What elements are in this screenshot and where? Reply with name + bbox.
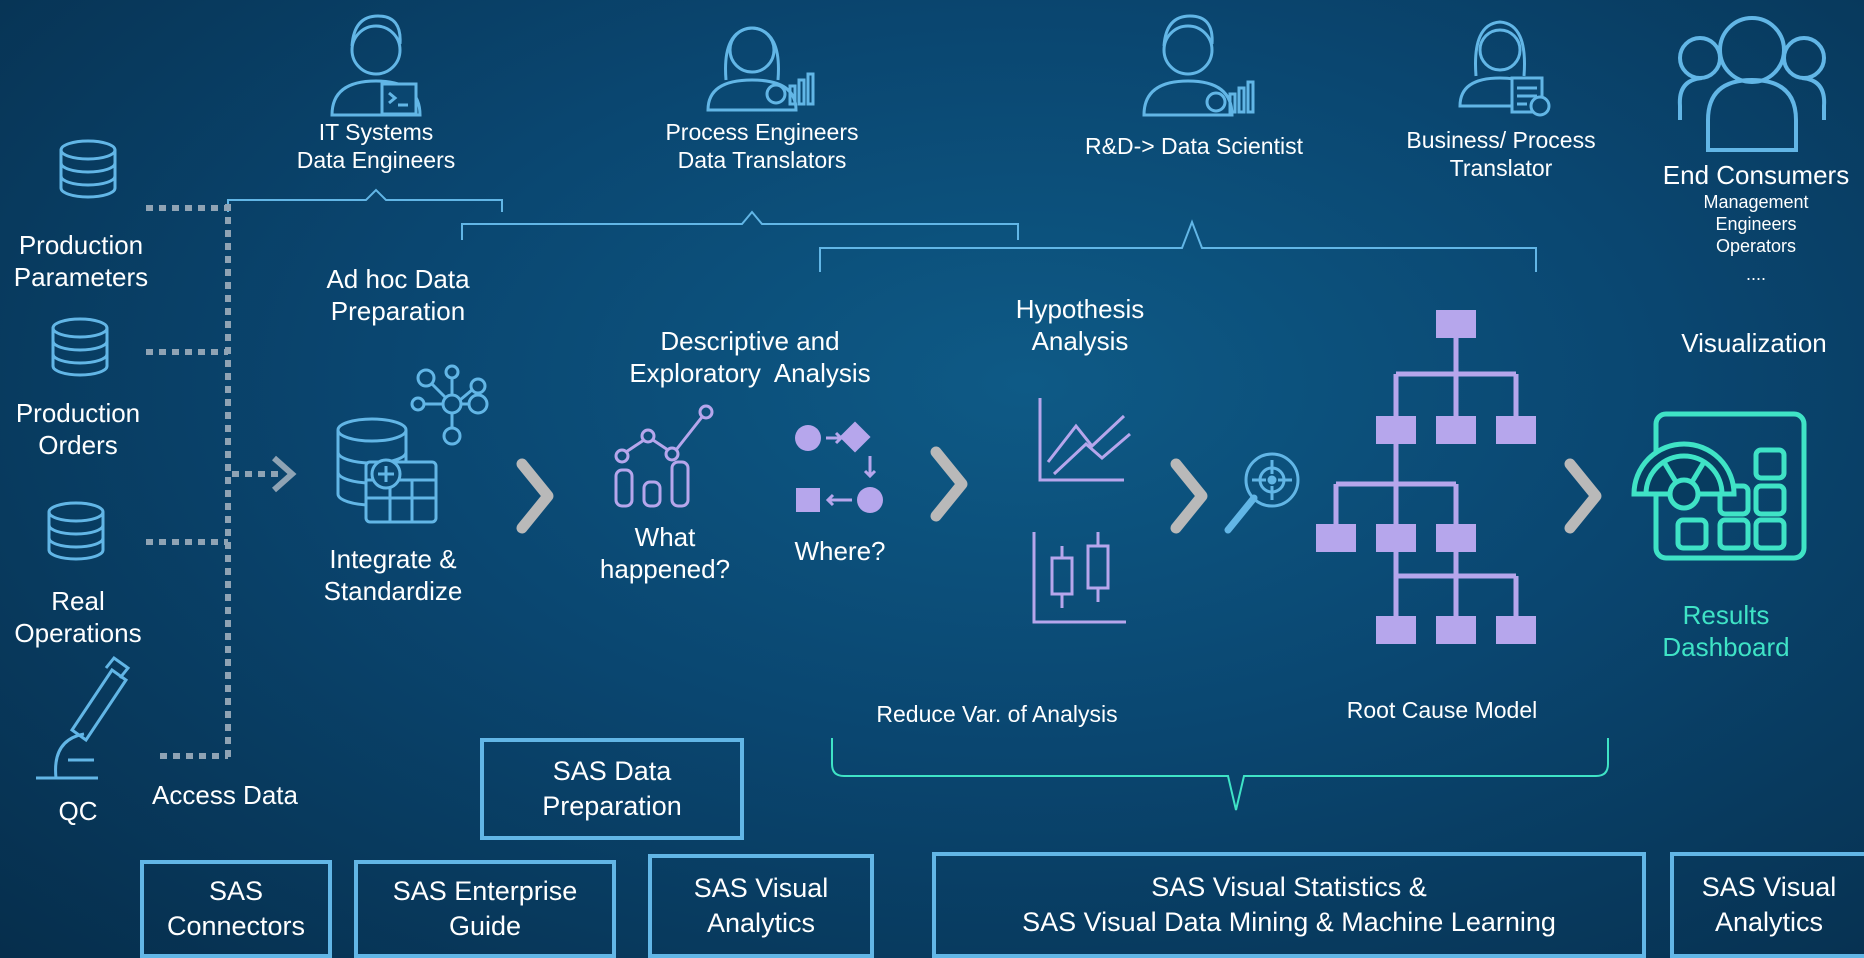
- bar-trend-icon: [614, 404, 714, 508]
- chevron-icon-2: [936, 452, 962, 516]
- tool-sas-visual-analytics-1[interactable]: SAS Visual Analytics: [648, 854, 874, 958]
- step-integrate-line2: Standardize: [323, 575, 463, 606]
- model-tools-bracket: [831, 738, 1609, 811]
- access-data-arrow-icon: [272, 455, 297, 493]
- source-production-orders-line2: Orders: [38, 429, 118, 460]
- magnifier-target-icon: [1224, 452, 1300, 534]
- step-results-line2: Dashboard: [1662, 631, 1790, 662]
- source-qc-line1: QC: [58, 796, 98, 826]
- source-real-operations-line1: Real: [51, 586, 105, 616]
- access-data-label: Access Data: [152, 780, 298, 810]
- chevron-icon-4: [1570, 464, 1596, 528]
- persona-consumers-sub1: Management: [1703, 191, 1809, 212]
- tool-sas-data-preparation[interactable]: SAS Data Preparation: [480, 738, 744, 840]
- source-real-operations-line2: Operations: [14, 617, 142, 648]
- step-descriptive-line2: Exploratory Analysis: [629, 357, 871, 388]
- persona-process: Process Engineers Data Translators: [652, 118, 872, 174]
- step-what-line1: What: [634, 522, 696, 552]
- persona-consumers-sub2: Engineers: [1715, 213, 1797, 234]
- candlestick-icon: [1032, 532, 1126, 624]
- step-what-line2: happened?: [599, 553, 731, 584]
- persona-brackets: [227, 188, 1537, 272]
- tool-visual-analytics-1-line1: SAS Visual: [693, 872, 829, 903]
- source-production-parameters: Production Parameters: [0, 230, 162, 293]
- persona-business-line2: Translator: [1449, 155, 1553, 182]
- step-adhoc-line2: Preparation: [330, 295, 466, 326]
- source-production-orders-line1: Production: [15, 398, 141, 428]
- persona-business-line1: Business/ Process: [1406, 127, 1596, 153]
- step-adhoc-line1: Ad hoc Data: [326, 264, 470, 294]
- database-table-icon: [336, 417, 438, 524]
- persona-it-line1: IT Systems: [318, 119, 434, 145]
- step-what: What happened?: [580, 522, 750, 585]
- flow-shapes-icon: [795, 421, 883, 513]
- source-production-parameters-line1: Production: [18, 230, 144, 260]
- step-hypothesis: Hypothesis Analysis: [990, 294, 1170, 357]
- tool-sas-visual-statistics-dmml[interactable]: SAS Visual Statistics & SAS Visual Data …: [932, 852, 1646, 958]
- persona-rnd-line1: R&D-> Data Scientist: [1085, 133, 1303, 159]
- tool-visual-analytics-1-line2: Analytics: [706, 908, 816, 938]
- tool-data-prep-line2: Preparation: [542, 791, 682, 821]
- step-where: Where?: [794, 536, 886, 566]
- root-cause-tree-icon: [1316, 310, 1536, 644]
- step-root-cause: Root Cause Model: [1346, 697, 1538, 723]
- tool-sas-visual-analytics-2[interactable]: SAS Visual Analytics: [1670, 852, 1864, 958]
- tool-sas-enterprise-guide[interactable]: SAS Enterprise Guide: [354, 860, 616, 958]
- step-hypothesis-line1: Hypothesis: [1015, 294, 1145, 324]
- source-qc: QC: [40, 796, 116, 828]
- chevron-icon-1: [522, 464, 548, 528]
- step-descriptive-line1: Descriptive and: [660, 326, 840, 356]
- persona-it-line2: Data Engineers: [296, 147, 456, 174]
- source-production-parameters-line2: Parameters: [13, 261, 149, 292]
- step-adhoc: Ad hoc Data Preparation: [300, 264, 496, 327]
- production-parameters-db-icon: [59, 139, 117, 199]
- tool-visual-analytics-2-line2: Analytics: [1714, 907, 1824, 937]
- step-descriptive: Descriptive and Exploratory Analysis: [600, 326, 900, 389]
- source-production-orders: Production Orders: [0, 398, 156, 461]
- step-results: Results Dashboard: [1636, 600, 1816, 663]
- persona-it: IT Systems Data Engineers: [276, 118, 476, 174]
- business-translator-icon: [1458, 20, 1551, 117]
- line-chart-icon: [1038, 398, 1131, 482]
- chevron-icon-3: [1176, 464, 1202, 528]
- persona-consumers-sub4: ....: [1745, 263, 1766, 284]
- step-reduce-var: Reduce Var. of Analysis: [876, 701, 1118, 727]
- persona-consumers-sub3: Operators: [1715, 235, 1797, 256]
- results-dashboard-icon: [1631, 411, 1807, 561]
- real-operations-db-icon: [47, 501, 105, 561]
- end-consumers-icon: [1677, 16, 1827, 152]
- tool-connectors-line2: Connectors: [166, 911, 306, 941]
- tool-visual-analytics-2-line1: SAS Visual: [1701, 871, 1837, 902]
- step-integrate: Integrate & Standardize: [300, 544, 486, 607]
- it-engineer-icon: [330, 14, 422, 117]
- process-engineer-icon: [706, 26, 815, 112]
- step-visualization: Visualization: [1681, 328, 1827, 358]
- step-hypothesis-line2: Analysis: [1031, 325, 1129, 356]
- tool-sas-connectors[interactable]: SAS Connectors: [140, 860, 332, 958]
- persona-rnd: R&D-> Data Scientist: [1074, 132, 1314, 160]
- persona-business: Business/ Process Translator: [1396, 126, 1606, 182]
- data-scientist-icon: [1142, 14, 1255, 117]
- tool-enterprise-guide-line1: SAS Enterprise: [392, 875, 578, 906]
- tool-visual-statistics-line2: SAS Visual Data Mining & Machine Learnin…: [1022, 907, 1556, 937]
- step-integrate-line1: Integrate &: [329, 544, 457, 574]
- data-network-icon: [410, 364, 489, 446]
- persona-consumers-title: End Consumers: [1662, 160, 1850, 190]
- tool-connectors-line1: SAS: [208, 875, 263, 906]
- tool-enterprise-guide-line2: Guide: [448, 911, 522, 941]
- access-data-connectors: [146, 204, 280, 760]
- step-results-line1: Results: [1682, 600, 1770, 630]
- persona-consumers: End Consumers Management Engineers Opera…: [1654, 160, 1858, 286]
- tool-data-prep-line1: SAS Data: [552, 755, 672, 786]
- production-orders-db-icon: [51, 317, 109, 377]
- tool-visual-statistics-line1: SAS Visual Statistics &: [1151, 871, 1427, 902]
- persona-process-line1: Process Engineers: [665, 119, 859, 145]
- microscope-icon: [36, 655, 131, 780]
- source-real-operations: Real Operations: [0, 586, 156, 649]
- persona-process-line2: Data Translators: [677, 147, 847, 174]
